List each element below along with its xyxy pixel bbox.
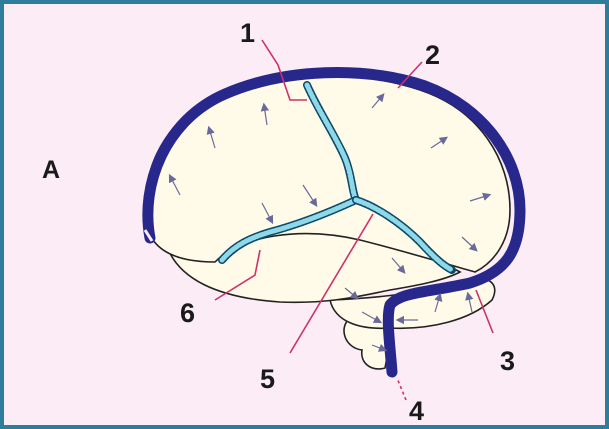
label-2: 2 xyxy=(425,40,440,70)
panel-letter: A xyxy=(42,156,60,184)
label-5: 5 xyxy=(260,364,275,394)
label-1: 1 xyxy=(240,18,255,48)
leader-4 xyxy=(397,378,406,400)
label-3: 3 xyxy=(500,346,515,376)
label-4: 4 xyxy=(409,396,424,426)
label-6: 6 xyxy=(180,298,195,328)
